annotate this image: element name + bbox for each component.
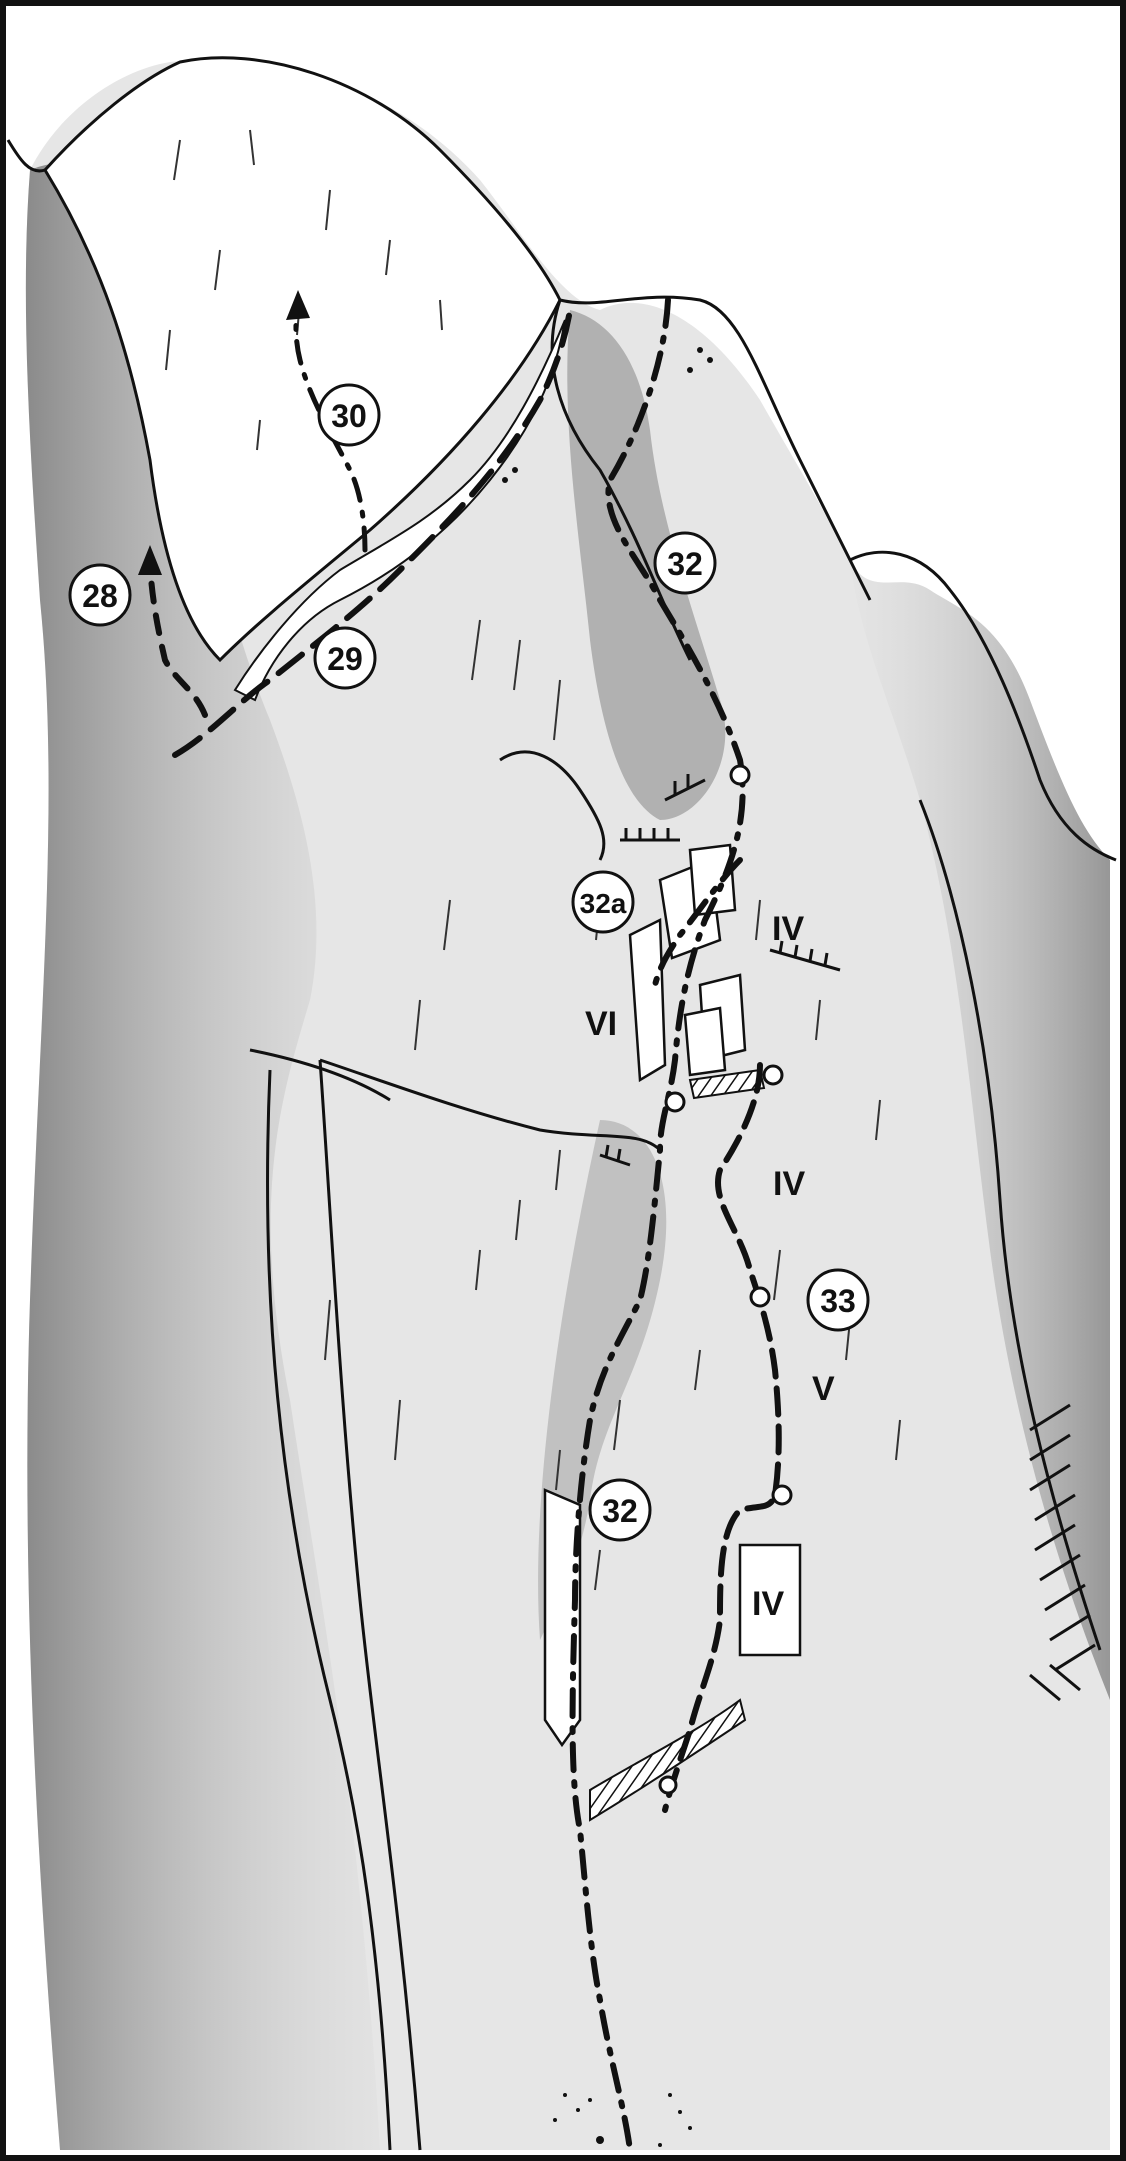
route-label-29-text: 29 — [327, 641, 363, 677]
route-label-29[interactable]: 29 — [315, 628, 375, 688]
route-label-32a-text: 32a — [580, 888, 627, 919]
route-label-28[interactable]: 28 — [70, 565, 130, 625]
route-label-32-lower-text: 32 — [602, 1493, 638, 1529]
route-label-32-upper-text: 32 — [667, 546, 703, 582]
grade-iv-box: IV — [752, 1585, 784, 1623]
grade-iv-mid: IV — [773, 1165, 805, 1203]
grade-vi: VI — [585, 1005, 617, 1043]
route-label-32a[interactable]: 32a — [573, 872, 633, 932]
route-label-32-upper[interactable]: 32 — [655, 533, 715, 593]
grade-v: V — [812, 1370, 835, 1408]
route-label-33[interactable]: 33 — [808, 1270, 868, 1330]
route-label-30[interactable]: 30 — [319, 385, 379, 445]
route-label-32-lower[interactable]: 32 — [590, 1480, 650, 1540]
route-label-33-text: 33 — [820, 1283, 856, 1319]
grade-iv-upper: IV — [772, 910, 804, 948]
route-label-30-text: 30 — [331, 398, 367, 434]
slab-block-b — [685, 1008, 725, 1075]
route-label-28-text: 28 — [82, 578, 118, 614]
